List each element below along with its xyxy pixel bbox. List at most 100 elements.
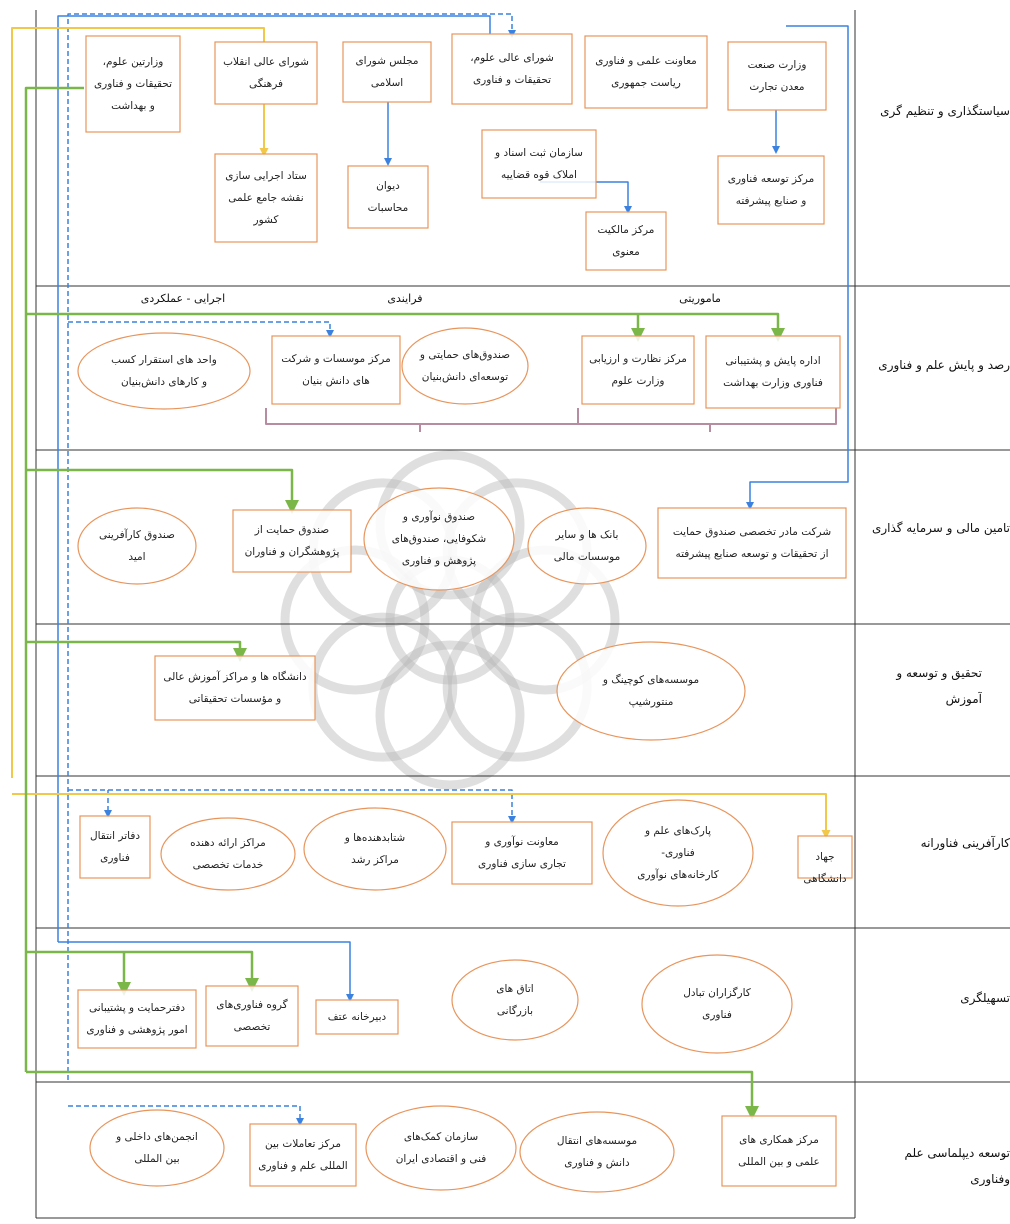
node-box	[705, 335, 841, 409]
mauve-bracket	[577, 408, 837, 425]
row-label-finance: تامین مالی و سرمایه گذاری	[871, 521, 1010, 535]
node-ellipse	[556, 641, 746, 741]
node-box	[342, 41, 432, 103]
node-box	[315, 999, 399, 1035]
node-box	[347, 165, 429, 229]
node-ellipse	[365, 1105, 517, 1191]
node-box	[585, 211, 667, 271]
watermark-petal	[280, 545, 430, 695]
node-ellipse	[77, 507, 197, 585]
green-line	[26, 1070, 759, 1120]
node-ellipse	[89, 1109, 225, 1187]
node-box	[154, 655, 316, 721]
node-ellipse	[519, 1111, 675, 1193]
node-ellipse	[160, 817, 296, 891]
node-ellipse	[363, 487, 515, 591]
node-box	[717, 155, 825, 225]
blue-dashed-frame	[67, 13, 516, 1080]
watermark-petal	[375, 640, 525, 790]
node-box	[797, 835, 853, 879]
row-label-policy: سیاستگذاری و تنظیم گری	[880, 104, 1010, 118]
node-box	[481, 129, 597, 199]
node-box	[581, 335, 695, 405]
blue-line	[57, 15, 491, 942]
node-box	[721, 1115, 837, 1187]
blue-dashed-connector	[68, 1105, 304, 1126]
node-box	[79, 815, 151, 879]
node-ellipse	[451, 959, 579, 1041]
green-line	[26, 468, 299, 514]
node-box	[232, 509, 352, 573]
row-label-diplomacy: توسعه دیپلماسی علم وفناوری	[904, 1146, 1010, 1186]
node-box	[214, 153, 318, 243]
blue-line	[746, 25, 849, 510]
green-line	[26, 312, 785, 342]
subheader-mission: ماموریتی	[679, 292, 721, 305]
green-line	[26, 640, 247, 662]
node-box	[584, 35, 708, 109]
green-trunk	[24, 86, 84, 1072]
subheader-process: فرایندی	[387, 292, 423, 305]
node-box	[727, 41, 827, 111]
node-box	[77, 989, 197, 1049]
blue-dashed-connector	[68, 321, 334, 338]
node-label: شورای عالی علوم،تحقیقات و فناوری	[470, 52, 554, 86]
subheader-executive: اجرایی - عملکردی	[140, 292, 226, 305]
node-ellipse	[401, 327, 529, 405]
node-ellipse	[77, 332, 251, 410]
node-box	[214, 41, 318, 105]
node-box	[451, 33, 573, 105]
node-box	[657, 507, 847, 579]
connectors	[11, 13, 849, 1126]
node-shapes	[77, 33, 853, 1193]
green-line	[26, 950, 259, 992]
node-box	[85, 35, 181, 133]
yellow-line	[11, 27, 265, 778]
node-ellipse	[602, 799, 754, 907]
row-label-monitoring: رصد و پایش علم و فناوری	[878, 358, 1010, 372]
node-box	[249, 1123, 357, 1187]
node-box	[205, 985, 299, 1047]
node-ellipse	[303, 807, 447, 891]
node-box	[451, 821, 593, 885]
node-ellipse	[641, 954, 793, 1054]
